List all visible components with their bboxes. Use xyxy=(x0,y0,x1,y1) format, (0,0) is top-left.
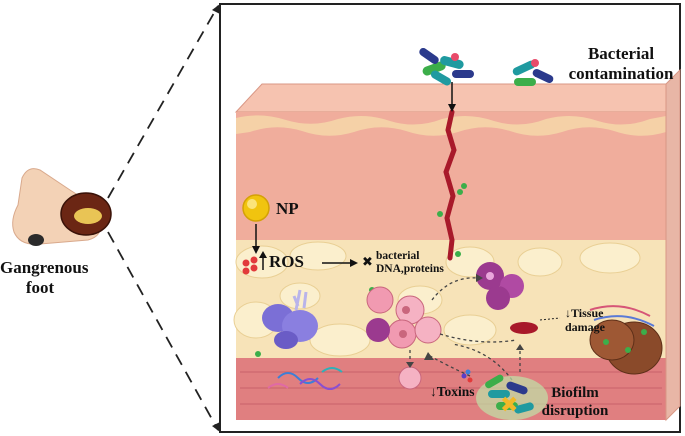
immune-cells-left xyxy=(262,289,318,349)
zoom-line-bottom xyxy=(107,231,219,431)
foot-illustration xyxy=(12,168,112,246)
ros-up-arrowhead xyxy=(259,251,267,258)
wound-crack xyxy=(443,109,457,261)
toxin-dots xyxy=(461,369,473,383)
cell-cluster-center xyxy=(366,286,442,349)
dashed-arrows xyxy=(409,277,521,381)
np-label: NP xyxy=(276,199,299,218)
np-particle xyxy=(242,194,270,222)
tissue-damage-label: ↓Tissue damage xyxy=(565,306,605,334)
bacteria-icon xyxy=(512,59,554,86)
arrowhead-np-ros xyxy=(252,246,260,254)
tissue-damage-cell xyxy=(510,322,538,334)
cell-cluster-upper-right xyxy=(476,262,524,310)
tissue-pointer xyxy=(539,317,561,321)
dna-proteins-label: bacterial DNA,proteins xyxy=(376,250,444,275)
ros-dots xyxy=(242,256,258,275)
block-side xyxy=(665,68,681,422)
toxins-label: ↓Toxins xyxy=(430,384,475,399)
zoom-arrowhead-top xyxy=(212,4,220,14)
bacterial-contamination-label: Bacterial contamination xyxy=(568,44,674,83)
biofilm-disruption-label: Biofilm disruption xyxy=(541,385,609,419)
cross-mark-icon: ✖ xyxy=(362,255,373,270)
np-highlight xyxy=(247,199,257,209)
disruption-x-icon: ✖ xyxy=(500,393,518,418)
fibrous-tissue xyxy=(589,305,663,375)
muscle-fibers xyxy=(240,371,662,405)
arrowhead-bacteria-down xyxy=(448,104,456,112)
gangrenous-foot-label: Gangrenous foot xyxy=(0,258,89,297)
wound-pus xyxy=(74,208,102,224)
dashed-arrowheads xyxy=(406,274,524,368)
zoom-line-top xyxy=(107,5,219,199)
muscle-layer xyxy=(236,358,666,420)
gangrene-toe xyxy=(28,234,44,246)
bacteria-cluster-top xyxy=(419,47,474,86)
arrowhead-ros-dna xyxy=(350,259,358,267)
ros-label: ROS xyxy=(269,252,304,271)
biofilm-cluster: ✖ xyxy=(476,374,548,420)
zoom-arrowhead-bottom xyxy=(212,422,220,432)
dying-cell xyxy=(398,366,422,390)
dna-fragments xyxy=(267,367,343,390)
